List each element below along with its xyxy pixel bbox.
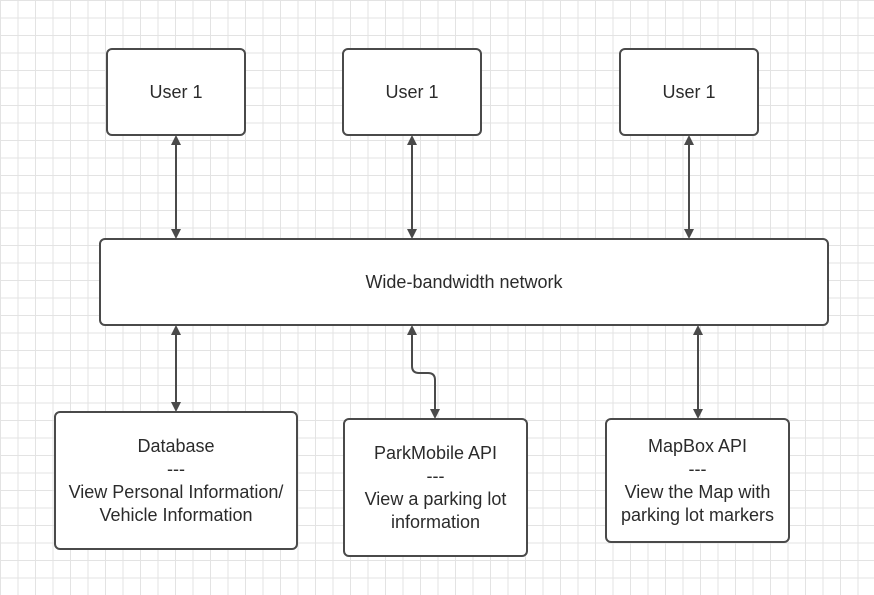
- parkmobile-api-description-line-1: View a parking lot: [364, 488, 507, 509]
- database-description-line-1: View Personal Information/: [68, 481, 284, 502]
- database-node[interactable]: Database --- View Personal Information/ …: [54, 411, 298, 550]
- database-separator: ---: [167, 458, 185, 479]
- mapbox-api-separator: ---: [688, 458, 707, 479]
- user-node-3[interactable]: User 1: [619, 48, 759, 136]
- parkmobile-api-title: ParkMobile API: [373, 442, 498, 463]
- database-description-line-2: Vehicle Information: [99, 504, 253, 525]
- mapbox-api-node[interactable]: MapBox API --- View the Map with parking…: [605, 418, 790, 543]
- user-node-2[interactable]: User 1: [342, 48, 482, 136]
- network-node[interactable]: Wide-bandwidth network: [99, 238, 829, 326]
- connector-network-parkmobile: [407, 325, 440, 419]
- mapbox-api-node-text: MapBox API --- View the Map with parking…: [621, 435, 774, 527]
- parkmobile-api-node-text: ParkMobile API --- View a parking lot in…: [365, 442, 507, 534]
- mapbox-api-title: MapBox API: [647, 435, 748, 456]
- mapbox-api-description-line-2: parking lot markers: [620, 504, 775, 525]
- parkmobile-api-node[interactable]: ParkMobile API --- View a parking lot in…: [343, 418, 528, 557]
- user-node-1[interactable]: User 1: [106, 48, 246, 136]
- database-title: Database: [137, 435, 215, 456]
- network-node-label: Wide-bandwidth network: [365, 271, 563, 292]
- database-node-text: Database --- View Personal Information/ …: [69, 435, 284, 527]
- parkmobile-api-description-line-2: information: [390, 511, 481, 532]
- user-node-label: User 1: [149, 81, 203, 102]
- parkmobile-api-separator: ---: [426, 465, 445, 486]
- user-node-label: User 1: [385, 81, 439, 102]
- user-node-label: User 1: [662, 81, 716, 102]
- mapbox-api-description-line-1: View the Map with: [624, 481, 771, 502]
